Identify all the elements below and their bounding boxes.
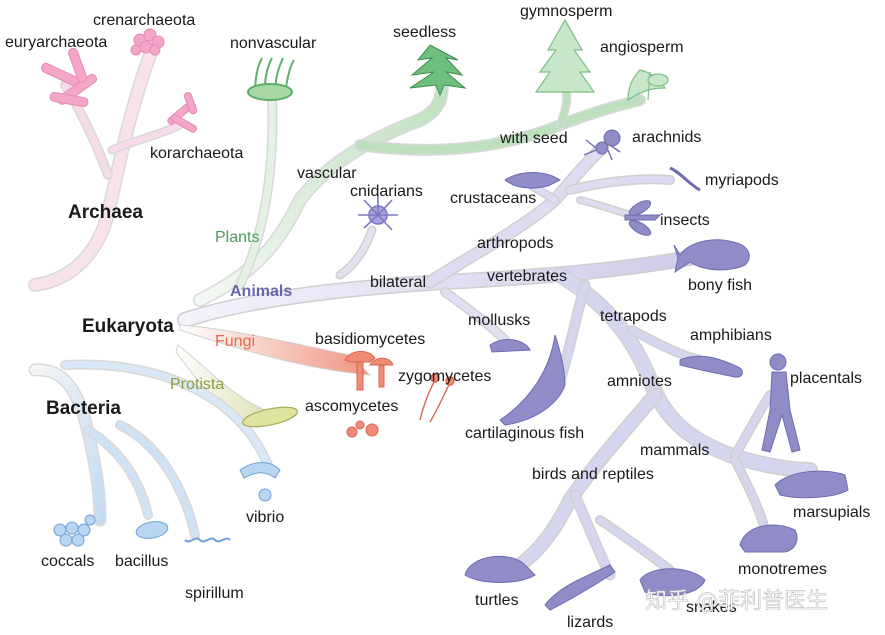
vibrio-icon bbox=[239, 462, 281, 502]
angiosperm-label: angiosperm bbox=[600, 39, 684, 56]
snake-icon bbox=[639, 568, 706, 597]
marsupial-icon bbox=[774, 470, 849, 499]
human-icon bbox=[761, 353, 801, 453]
spirillum-icon bbox=[184, 537, 231, 543]
ascomycete-icon bbox=[346, 420, 379, 438]
turtles-label: turtles bbox=[475, 592, 519, 609]
vibrio-label: vibrio bbox=[246, 509, 284, 526]
coccals-label: coccals bbox=[41, 553, 94, 570]
marsupials-label: marsupials bbox=[793, 504, 870, 521]
crenarchaeota-icon bbox=[130, 28, 165, 56]
bony-fish-icon bbox=[673, 239, 750, 274]
archaea-branches bbox=[28, 48, 185, 292]
euryarchaeota-icon bbox=[40, 47, 98, 108]
crustacean-icon bbox=[504, 172, 561, 189]
monotreme-icon bbox=[739, 524, 798, 553]
animals-branches bbox=[177, 143, 818, 581]
crustaceans-label: crustaceans bbox=[450, 190, 536, 207]
angiosperm-icon bbox=[627, 69, 669, 102]
watermark: 知乎 @菲利普医生 bbox=[645, 589, 828, 614]
plants-label: Plants bbox=[215, 229, 259, 246]
korarchaeota-label: korarchaeota bbox=[150, 145, 243, 162]
insects-label: insects bbox=[660, 212, 710, 229]
turtle-icon bbox=[464, 555, 536, 583]
euryarchaeota-label: euryarchaeota bbox=[5, 34, 107, 51]
ascomycetes-label: ascomycetes bbox=[305, 398, 398, 415]
animals-label: Animals bbox=[230, 283, 292, 300]
placentals-label: placentals bbox=[790, 370, 862, 387]
bacillus-icon bbox=[135, 521, 169, 539]
gymnosperm-icon bbox=[534, 18, 596, 93]
arachnids-label: arachnids bbox=[632, 129, 701, 146]
bony-fish-label: bony fish bbox=[688, 277, 752, 294]
myriapod-icon bbox=[669, 166, 701, 192]
insect-icon bbox=[624, 200, 662, 236]
coccal-icon bbox=[53, 514, 96, 547]
amphibians-label: amphibians bbox=[690, 327, 772, 344]
bacillus-label: bacillus bbox=[115, 553, 168, 570]
bacteria-label: Bacteria bbox=[46, 398, 121, 419]
zygomycetes-label: zygomycetes bbox=[398, 368, 491, 385]
basidiomycete-icon bbox=[344, 351, 394, 391]
basidiomycetes-label: basidiomycetes bbox=[315, 331, 425, 348]
fern-icon bbox=[409, 44, 467, 97]
shark-icon bbox=[499, 334, 566, 426]
plants-branches bbox=[193, 68, 646, 307]
spirillum-label: spirillum bbox=[185, 585, 244, 602]
cnidarians-label: cnidarians bbox=[350, 183, 423, 200]
nonvascular-label: nonvascular bbox=[230, 35, 317, 52]
arthropods-label: arthropods bbox=[477, 235, 554, 252]
mammals-label: mammals bbox=[640, 442, 709, 459]
arachnid-icon bbox=[583, 129, 621, 161]
myriapods-label: myriapods bbox=[705, 172, 779, 189]
eukaryota-label: Eukaryota bbox=[82, 316, 174, 337]
with-seed-label: with seed bbox=[499, 130, 568, 147]
cartilaginous-fish-label: cartilaginous fish bbox=[465, 425, 584, 442]
vertebrates-label: vertebrates bbox=[487, 268, 567, 285]
crenarchaeota-label: crenarchaeota bbox=[93, 12, 195, 29]
lizard-icon bbox=[544, 564, 616, 611]
amniotes-label: amniotes bbox=[607, 373, 672, 390]
protista-label: Protista bbox=[170, 376, 224, 393]
bacteria-branches bbox=[28, 359, 275, 540]
cnidarian-icon bbox=[358, 195, 398, 231]
korarchaeota-icon bbox=[167, 91, 198, 133]
moss-icon bbox=[247, 57, 295, 101]
fungi-label: Fungi bbox=[215, 333, 255, 350]
salamander-icon bbox=[679, 355, 743, 378]
tetrapods-label: tetrapods bbox=[600, 308, 667, 325]
bilateral-label: bilateral bbox=[370, 274, 426, 291]
protist-icon bbox=[241, 406, 299, 428]
vascular-label: vascular bbox=[297, 165, 357, 182]
mollusk-icon bbox=[489, 339, 531, 353]
zygomycete-icon bbox=[419, 373, 455, 423]
monotremes-label: monotremes bbox=[738, 561, 827, 578]
lizards-label: lizards bbox=[567, 614, 613, 631]
gymnosperm-label: gymnosperm bbox=[520, 3, 612, 20]
mollusks-label: mollusks bbox=[468, 312, 530, 329]
snakes-label: snakes bbox=[686, 599, 737, 616]
archaea-label: Archaea bbox=[68, 202, 143, 223]
birds-and-reptiles-label: birds and reptiles bbox=[532, 466, 654, 483]
fungi-branches bbox=[179, 324, 372, 376]
seedless-label: seedless bbox=[393, 24, 456, 41]
